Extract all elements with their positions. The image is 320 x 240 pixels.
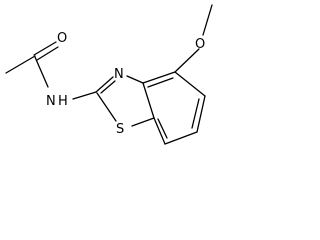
bond-c2-n3 [95,76,114,93]
bond-n3-c3a [126,75,144,84]
bond-c5-c6-inner [191,98,200,129]
methoxy-oxygen-label: O [195,37,205,52]
bond-c3a-c4 [142,71,176,84]
bond-nh-c2 [72,91,97,100]
bond-c4-methoxy-oxygen [174,48,200,73]
amide-nitrogen-label: N [46,94,56,109]
bond-c4-c5 [174,71,206,97]
bond-carbonyl-oxygen-1 [33,41,57,56]
bond-c5-c6 [196,95,206,133]
bond-methyl-carbonyl [5,55,36,74]
thiazole-nitrogen-label: N [114,67,124,82]
n-4-methoxybenzothiazol-2-yl-acetamide-structure: O N H N S O [5,4,213,145]
bond-c7-c7a-inner [157,118,168,139]
bond-c2-s1 [96,92,117,122]
bond-carbonyl-nh [34,56,49,88]
bond-c3a-c7a [142,82,155,119]
amide-hydrogen-label: H [58,94,68,109]
thiazole-sulfur-label: S [116,122,124,137]
bond-c7-c7a [153,117,166,145]
bond-s1-c7a [131,117,155,127]
bond-methoxy-oxygen-methyl [202,4,213,36]
bond-c3a-c4-inner [147,77,174,88]
bond-c2-n3-inner [100,80,116,94]
bond-c6-c7 [164,131,198,145]
bond-carbonyl-oxygen-2 [36,46,59,61]
carbonyl-oxygen-label: O [57,31,67,46]
